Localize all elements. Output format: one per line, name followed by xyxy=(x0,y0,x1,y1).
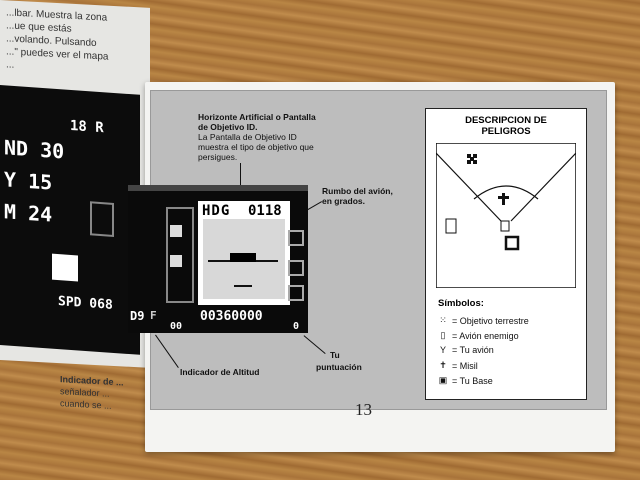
gauge-block-2 xyxy=(170,255,182,267)
symbol-row-ground-target: ⁙ = Objetivo terrestre xyxy=(438,315,529,326)
symbol-row-base: ▣ = Tu Base xyxy=(438,375,493,386)
missile-icon: ✝ xyxy=(439,360,447,370)
page-number: 13 xyxy=(355,400,372,419)
symbol-label: = Tu Base xyxy=(452,375,493,386)
left-page-text-5: ... xyxy=(6,59,15,71)
callout-horizon-title-2: de Objetivo ID. xyxy=(198,122,258,132)
right-gauge-1 xyxy=(288,230,304,246)
callout-score-1: Tu xyxy=(330,350,340,360)
symbol-label: = Misil xyxy=(452,360,478,371)
callout-horizon-desc-3: persigues. xyxy=(198,152,238,162)
left-screen-top: 18 R xyxy=(70,117,104,137)
hazards-diagram xyxy=(436,143,576,288)
callout-horizon-title-1: Horizonte Artificial o Pantalla xyxy=(198,112,316,122)
bottom-right-digit: 0 xyxy=(293,321,300,332)
right-gauge-2 xyxy=(288,260,304,276)
altitude-suffix: F xyxy=(150,309,157,322)
your-plane-icon: Y xyxy=(439,345,446,355)
left-cockpit-screenshot: ND 30 Y 15 M 24 SPD 068 18 R xyxy=(0,85,140,355)
callout-heading-1: Rumbo del avión, xyxy=(322,186,393,196)
hazards-title-1: DESCRIPCION DE xyxy=(465,115,547,126)
callout-heading-2: en grados. xyxy=(322,196,365,206)
symbol-row-enemy-plane: ▯ = Avión enemigo xyxy=(438,330,519,341)
callout-horizon-desc-1: La Pantalla de Objetivo ID xyxy=(198,132,297,142)
altitude-readout: D9 xyxy=(130,309,145,323)
symbol-label: = Tu avión xyxy=(452,345,494,355)
pitch-marker xyxy=(234,285,252,287)
left-screen-target-icon xyxy=(90,201,114,237)
left-screen-row2: Y 15 xyxy=(4,167,53,195)
symbol-row-your-plane: Y = Tu avión xyxy=(438,345,494,355)
symbol-row-missile: ✝ = Misil xyxy=(438,360,478,371)
gauge-block-1 xyxy=(170,225,182,237)
left-page-bottom-3: cuando se ... xyxy=(60,398,112,411)
callout-altitude: Indicador de Altitud xyxy=(180,367,260,377)
bottom-counter: 00 xyxy=(170,321,183,332)
left-screen-spd: SPD 068 xyxy=(58,294,113,313)
callout-score-2: puntuación xyxy=(316,362,362,372)
ground-target-icon: ⁙ xyxy=(439,315,447,325)
symbols-heading: Símbolos: xyxy=(438,298,484,309)
hazards-box: DESCRIPCION DE PELIGROS Símbolos: ⁙ = Ob… xyxy=(425,108,587,400)
symbol-label: = Objetivo terrestre xyxy=(452,315,529,326)
enemy-plane-symbol-icon: ▯ xyxy=(440,330,446,340)
hazards-title-2: PELIGROS xyxy=(481,126,531,137)
symbol-label: = Avión enemigo xyxy=(452,330,519,341)
cockpit-screenshot: HDG 0118 00360000 D9 F 00 0 xyxy=(128,185,308,333)
left-screen-row3: M 24 xyxy=(4,199,53,227)
left-screen-plane-icon xyxy=(52,253,78,282)
hdg-value: 0118 xyxy=(248,203,282,219)
score-readout: 00360000 xyxy=(200,309,263,324)
left-screen-hdg: ND 30 xyxy=(4,135,65,164)
enemy-plane-icon xyxy=(230,253,256,262)
hdg-label: HDG xyxy=(202,203,231,219)
callout-horizon-desc-2: muestra el tipo de objetivo que xyxy=(198,142,314,152)
base-icon: ▣ xyxy=(438,375,448,385)
screen-top-strip xyxy=(128,185,308,191)
right-gauge-3 xyxy=(288,285,304,301)
left-gauge-column xyxy=(166,207,194,303)
